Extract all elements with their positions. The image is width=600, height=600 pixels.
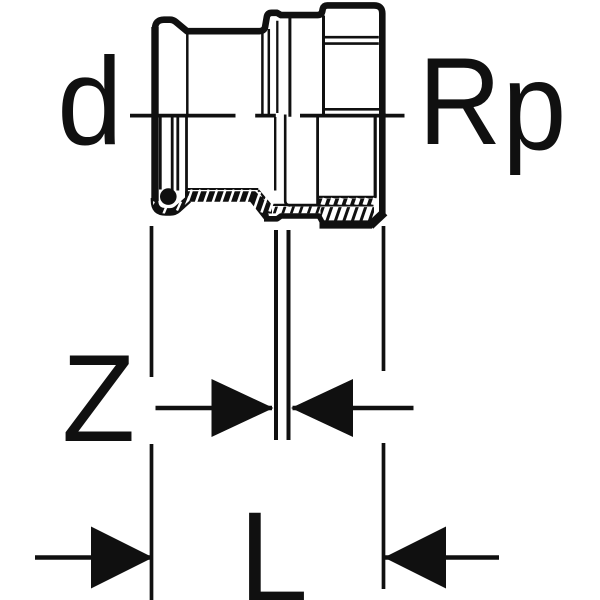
svg-text:R: R	[418, 33, 501, 171]
svg-text:Z: Z	[62, 328, 135, 467]
svg-text:L: L	[239, 484, 308, 600]
svg-text:d: d	[57, 32, 122, 171]
svg-text:p: p	[502, 38, 566, 176]
